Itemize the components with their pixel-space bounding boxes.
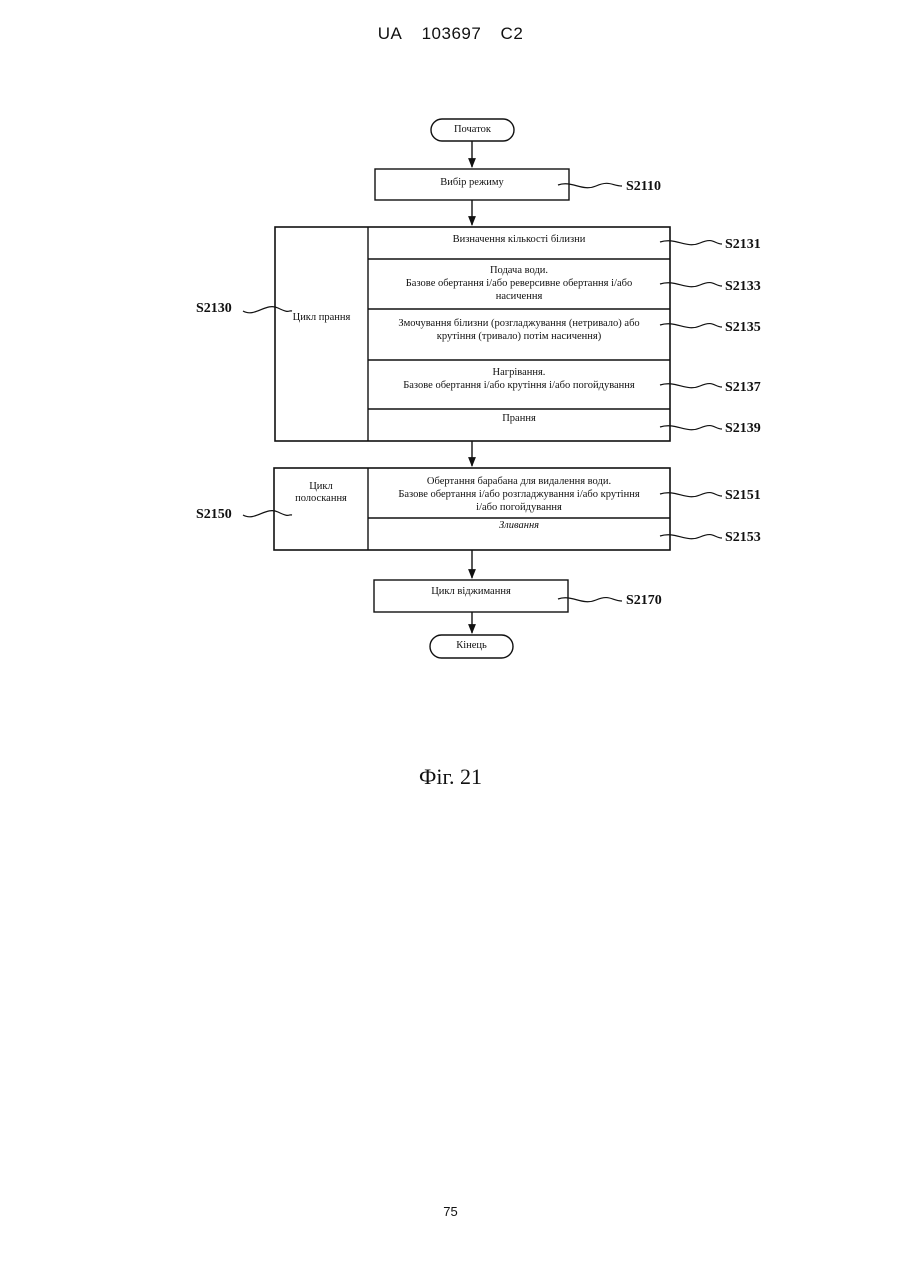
label-s2133: S2133 bbox=[725, 279, 761, 295]
spin-cycle-step: Цикл віджимання bbox=[374, 586, 568, 598]
label-s2153: S2153 bbox=[725, 530, 761, 546]
label-s2170: S2170 bbox=[626, 593, 662, 609]
label-s2110: S2110 bbox=[626, 179, 661, 195]
label-s2151: S2151 bbox=[725, 488, 761, 504]
washing-cycle-label: Цикл прання bbox=[275, 312, 368, 324]
label-s2137: S2137 bbox=[725, 380, 761, 396]
wetting-line-1: Змочування білизни (розгладжування (нетр… bbox=[368, 318, 670, 330]
figure-caption: Фіг. 21 bbox=[0, 764, 901, 790]
label-s2131: S2131 bbox=[725, 237, 761, 253]
heating-line-2: Базове обертання і/або крутіння і/або по… bbox=[368, 380, 670, 392]
rinse-cycle-label-line-2: полоскання bbox=[274, 493, 368, 505]
drum-rotation-line-3: і/або погойдування bbox=[368, 502, 670, 514]
rinse-cycle-label-line-1: Цикл bbox=[274, 481, 368, 493]
determine-laundry-step: Визначення кількості білизни bbox=[368, 234, 670, 246]
page-number: 75 bbox=[0, 1204, 901, 1219]
drum-rotation-line-2: Базове обертання і/або розгладжування і/… bbox=[368, 489, 670, 501]
water-supply-line-1: Подача води. bbox=[368, 265, 670, 277]
label-s2130: S2130 bbox=[196, 301, 232, 317]
end-terminal: Кінець bbox=[430, 640, 513, 652]
heating-line-1: Нагрівання. bbox=[368, 367, 670, 379]
water-supply-line-3: насичення bbox=[368, 291, 670, 303]
label-s2135: S2135 bbox=[725, 320, 761, 336]
water-supply-line-2: Базове обертання і/або реверсивне оберта… bbox=[368, 278, 670, 290]
label-s2139: S2139 bbox=[725, 421, 761, 437]
washing-step: Прання bbox=[368, 413, 670, 425]
select-mode-step: Вибір режиму bbox=[375, 177, 569, 189]
label-s2150: S2150 bbox=[196, 507, 232, 523]
wetting-line-2: крутіння (тривало) потім насичення) bbox=[368, 331, 670, 343]
start-terminal: Початок bbox=[431, 124, 514, 136]
drain-step: Зливання bbox=[368, 520, 670, 532]
drum-rotation-line-1: Обертання барабана для видалення води. bbox=[368, 476, 670, 488]
